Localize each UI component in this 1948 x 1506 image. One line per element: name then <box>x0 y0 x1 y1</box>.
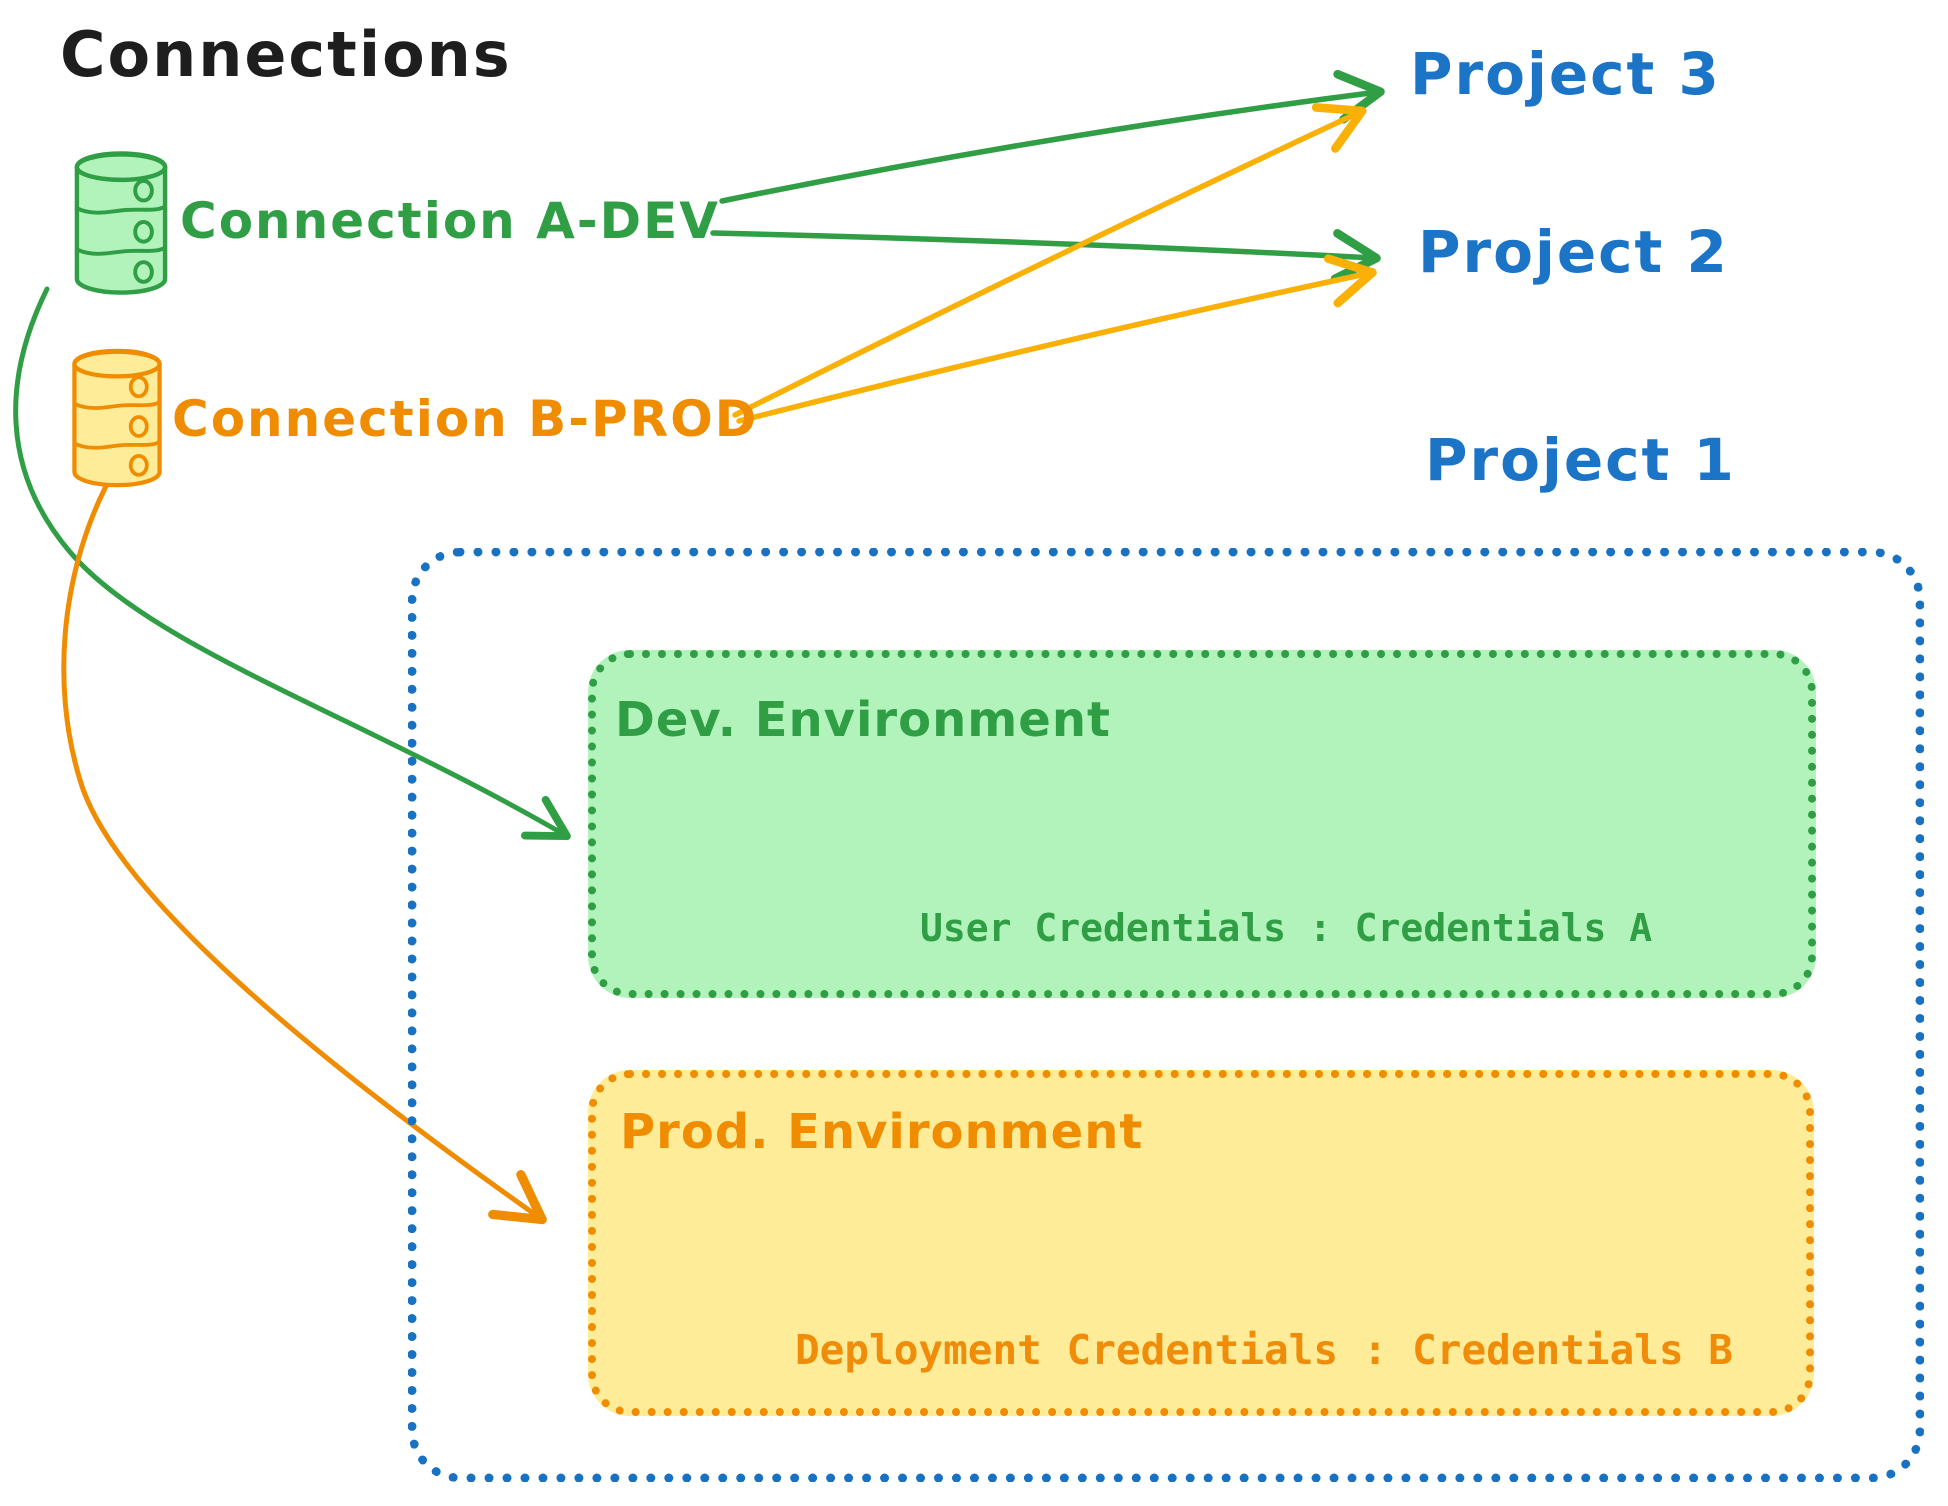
diagram-title: Connections <box>60 18 512 91</box>
dev-environment-title: Dev. Environment <box>615 692 1111 748</box>
edge-bprod-project3 <box>732 103 1367 418</box>
project1-box <box>408 548 1924 1482</box>
dev-environment-credentials: User Credentials : Credentials A <box>920 906 1653 950</box>
project3-label: Project 3 <box>1410 40 1721 108</box>
project2-label: Project 2 <box>1418 218 1729 286</box>
edge-adev-project2 <box>710 229 1381 283</box>
database-cylinder-icon-a-dev <box>74 151 168 295</box>
connection-b-prod-label: Connection B-PROD <box>172 390 759 448</box>
connection-a-dev-label: Connection A-DEV <box>180 192 720 250</box>
prod-environment-title: Prod. Environment <box>620 1104 1144 1160</box>
dev-environment-box <box>588 650 1816 998</box>
prod-environment-credentials: Deployment Credentials : Credentials B <box>795 1326 1733 1374</box>
project1-label: Project 1 <box>1425 426 1736 494</box>
prod-environment-box <box>588 1070 1814 1416</box>
database-cylinder-icon-b-prod <box>72 348 162 488</box>
edge-bprod-project2 <box>736 254 1377 424</box>
edge-adev-project3 <box>719 69 1385 204</box>
